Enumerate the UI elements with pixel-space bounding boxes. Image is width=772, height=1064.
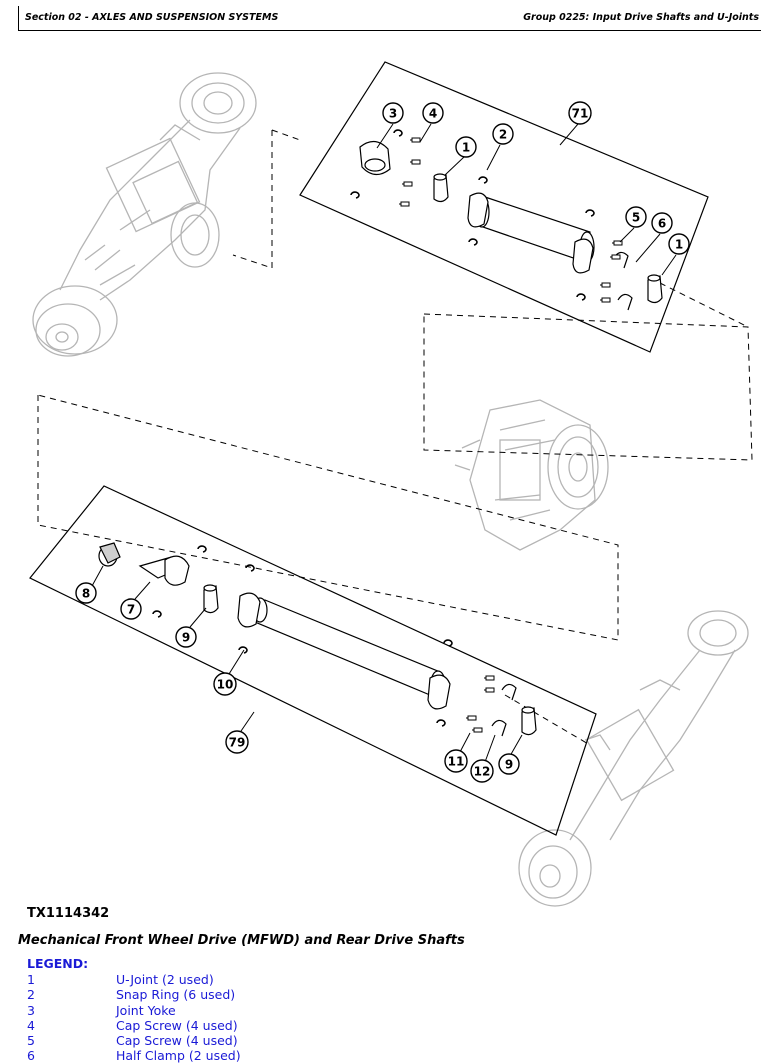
callout-8: 8 bbox=[75, 582, 97, 604]
legend-item: 3 Joint Yoke bbox=[27, 1003, 241, 1018]
legend-item-label: Cap Screw (4 used) bbox=[116, 1033, 238, 1049]
exploded-view-diagram: 3 4 1 2 71 5 6 1 8 7 9 10 79 11 12 9 bbox=[29, 61, 753, 907]
callout-2: 2 bbox=[492, 123, 514, 145]
svg-text:9: 9 bbox=[182, 631, 190, 645]
callout-6: 6 bbox=[651, 212, 673, 234]
callout-5: 5 bbox=[625, 206, 647, 228]
svg-text:1: 1 bbox=[462, 141, 470, 155]
svg-text:9: 9 bbox=[505, 758, 513, 772]
callout-12: 12 bbox=[470, 759, 494, 783]
legend-item-label: Snap Ring (6 used) bbox=[116, 987, 236, 1003]
legend-item-number: 6 bbox=[27, 1048, 35, 1064]
page-header: Section 02 - AXLES AND SUSPENSION SYSTEM… bbox=[18, 6, 761, 31]
legend-item-label: Joint Yoke bbox=[116, 1002, 176, 1018]
callout-9-left: 9 bbox=[175, 626, 197, 648]
legend-title: LEGEND: bbox=[27, 956, 89, 971]
legend-item-number: 4 bbox=[27, 1017, 35, 1033]
legend-item-label: U-Joint (2 used) bbox=[116, 972, 214, 987]
callout-71: 71 bbox=[568, 101, 592, 125]
rear-shaft-kit-box bbox=[299, 61, 709, 353]
figure-caption: Mechanical Front Wheel Drive (MFWD) and … bbox=[18, 933, 465, 948]
callout-1-front-rear: 1 bbox=[668, 233, 690, 255]
front-shaft-kit-box bbox=[29, 485, 597, 836]
figure-id: TX1114342 bbox=[27, 906, 110, 921]
svg-text:6: 6 bbox=[658, 217, 666, 231]
callout-11: 11 bbox=[444, 749, 468, 773]
svg-text:2: 2 bbox=[499, 128, 507, 142]
legend-item-number: 2 bbox=[27, 987, 35, 1003]
svg-text:10: 10 bbox=[217, 678, 234, 692]
callout-7: 7 bbox=[120, 598, 142, 620]
callout-9-right: 9 bbox=[498, 753, 520, 775]
transmission-illustration bbox=[454, 399, 609, 551]
callout-leaders bbox=[91, 123, 677, 763]
legend-item: 5 Cap Screw (4 used) bbox=[27, 1033, 241, 1048]
legend-item-number: 3 bbox=[27, 1002, 35, 1018]
legend-list: 1 U-Joint (2 used) 2 Snap Ring (6 used) 3 J… bbox=[27, 972, 241, 1064]
svg-text:1: 1 bbox=[675, 238, 683, 252]
legend-item: 2 Snap Ring (6 used) bbox=[27, 987, 241, 1002]
group-title: Group 0225: Input Drive Shafts and U-Joi… bbox=[523, 12, 759, 23]
legend-item-label: Half Clamp (2 used) bbox=[116, 1048, 241, 1064]
legend-item-number: 5 bbox=[27, 1033, 35, 1049]
legend-item-label: Cap Screw (4 used) bbox=[116, 1017, 238, 1033]
callout-1-rear: 1 bbox=[455, 136, 477, 158]
callout-3: 3 bbox=[382, 102, 404, 124]
svg-text:5: 5 bbox=[632, 211, 640, 225]
svg-text:8: 8 bbox=[82, 587, 90, 601]
legend-item: 6 Half Clamp (2 used) bbox=[27, 1048, 241, 1063]
svg-text:11: 11 bbox=[448, 755, 465, 769]
callout-10: 10 bbox=[213, 672, 237, 696]
callout-4: 4 bbox=[422, 102, 444, 124]
assembly-guide-lines bbox=[37, 129, 753, 746]
svg-text:3: 3 bbox=[389, 107, 397, 121]
front-axle-illustration bbox=[518, 610, 749, 907]
rear-axle-illustration bbox=[32, 72, 257, 357]
svg-text:7: 7 bbox=[127, 603, 135, 617]
legend-item: 1 U-Joint (2 used) bbox=[27, 972, 241, 987]
svg-text:4: 4 bbox=[429, 107, 437, 121]
svg-text:79: 79 bbox=[229, 736, 246, 750]
svg-text:71: 71 bbox=[572, 107, 589, 121]
svg-text:12: 12 bbox=[474, 765, 491, 779]
legend-item-number: 1 bbox=[27, 972, 35, 987]
section-title: Section 02 - AXLES AND SUSPENSION SYSTEM… bbox=[25, 12, 279, 23]
legend-item: 4 Cap Screw (4 used) bbox=[27, 1018, 241, 1033]
callout-79: 79 bbox=[225, 730, 249, 754]
callouts: 3 4 1 2 71 5 6 1 8 7 9 10 79 11 12 9 bbox=[75, 101, 690, 783]
